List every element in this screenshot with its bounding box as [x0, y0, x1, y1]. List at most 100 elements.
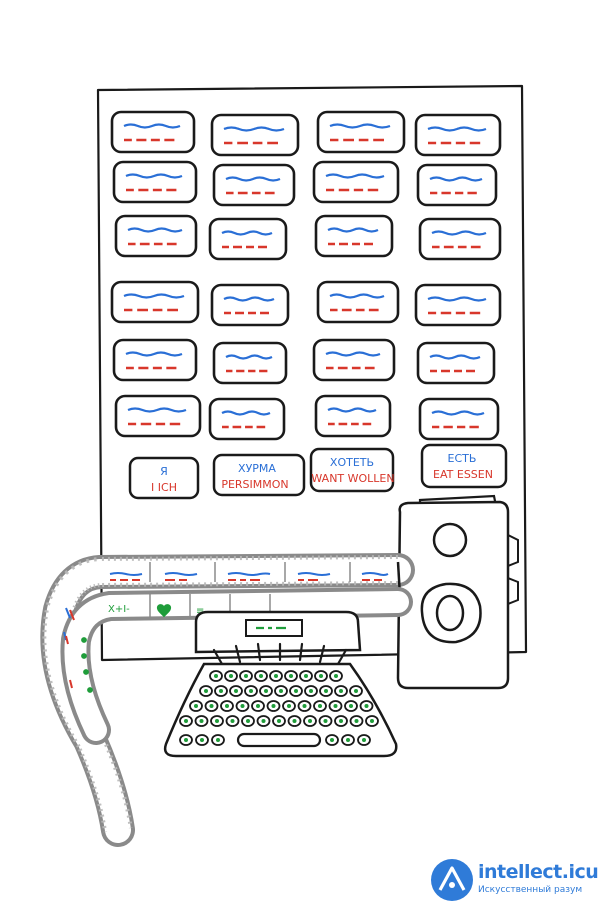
card-hurma: ХУРМА PERSIMMON — [212, 453, 306, 497]
large-speaker-icon — [435, 594, 465, 632]
key-mark — [354, 689, 358, 693]
key-mark — [259, 674, 263, 678]
scribble-card — [110, 110, 196, 154]
key-mark — [309, 689, 313, 693]
scribble-card — [210, 113, 300, 157]
scribble-card — [312, 338, 396, 382]
key-mark — [362, 738, 366, 742]
key-mark — [244, 674, 248, 678]
scribble-card — [418, 217, 502, 261]
space-bar — [236, 732, 322, 748]
scribble-blue — [125, 173, 183, 179]
word-card-grid — [110, 110, 502, 441]
key-mark — [184, 738, 188, 742]
scribble-card — [210, 283, 290, 327]
card-hurma-word: ХУРМА — [238, 462, 276, 475]
key-mark — [214, 674, 218, 678]
key-mark — [308, 719, 312, 723]
key-mark — [219, 689, 223, 693]
key-mark — [200, 738, 204, 742]
key-mark — [364, 704, 369, 708]
scribble-blue — [127, 407, 187, 413]
card-est: ЕСТЬ EAT ESSEN — [420, 443, 508, 489]
scribble-card — [314, 214, 394, 258]
key-mark — [229, 674, 233, 678]
card-ya: Я I ICH — [128, 456, 200, 500]
card-hurma-translation: PERSIMMON — [221, 478, 288, 491]
green-strip: X+I- ≡ — [60, 587, 413, 745]
logo-tagline: Искусственный разум — [478, 885, 583, 895]
scribble-blue — [427, 126, 487, 132]
key-mark — [318, 704, 322, 708]
scribble-blue — [123, 293, 185, 299]
key-mark — [240, 704, 245, 708]
key-mark — [289, 674, 293, 678]
key-mark — [279, 689, 283, 693]
key-mark — [346, 738, 350, 742]
key-mark — [184, 719, 188, 723]
scribble-blue — [429, 354, 481, 360]
scribble-blue — [225, 176, 281, 182]
card-ya-translation: I ICH — [151, 481, 177, 494]
card-hotet: ХОТЕТЬ WANT WOLLEN — [309, 447, 395, 493]
intellect-logo[interactable]: intellect.icu Искусственный разум — [430, 858, 599, 902]
scribble-card — [414, 113, 502, 157]
logo-badge-icon — [431, 859, 473, 901]
scribble-blue — [329, 123, 391, 129]
scribble-blue — [127, 227, 183, 233]
key-mark — [333, 704, 338, 708]
key-mark — [274, 674, 278, 678]
key-mark — [334, 674, 338, 678]
key-mark — [264, 689, 268, 693]
key-mark — [194, 704, 198, 708]
scribble-card — [212, 163, 296, 207]
scribble-card — [418, 397, 500, 441]
scribble-card — [208, 217, 288, 261]
key-mark — [292, 719, 297, 723]
key-mark — [216, 738, 220, 742]
key-mark — [246, 719, 250, 723]
scribble-card — [112, 160, 198, 204]
key-mark — [230, 719, 235, 723]
key-mark — [277, 719, 281, 723]
scribble-blue — [431, 230, 487, 236]
scribble-card — [212, 341, 288, 385]
key-mark — [304, 674, 308, 678]
key-mark — [215, 719, 219, 723]
svg-text:≡: ≡ — [196, 606, 204, 617]
svg-text:X+I-: X+I- — [108, 604, 130, 615]
key-mark — [370, 719, 374, 723]
speaker-box — [396, 494, 519, 690]
scribble-blue — [223, 296, 275, 302]
scribble-blue — [325, 351, 381, 357]
card-hotet-word: ХОТЕТЬ — [330, 456, 374, 469]
scribble-card — [312, 160, 400, 204]
card-ya-word: Я — [160, 465, 168, 478]
keyboard-typewriter — [163, 610, 398, 758]
key-mark — [256, 704, 260, 708]
scribble-blue — [431, 410, 485, 416]
scribble-card — [314, 394, 392, 438]
card-est-translation: EAT ESSEN — [433, 468, 493, 481]
key-mark — [349, 704, 353, 708]
key-mark — [302, 704, 307, 708]
card-est-word: ЕСТЬ — [448, 452, 477, 465]
key-mark — [261, 719, 266, 723]
key-mark — [319, 674, 323, 678]
key-mark — [339, 719, 343, 723]
scribble-blue — [223, 126, 285, 132]
scribble-blue — [427, 296, 487, 302]
scribble-card — [110, 280, 200, 324]
scribble-blue — [123, 123, 181, 129]
key-mark — [294, 689, 298, 693]
key-mark — [323, 719, 328, 723]
scribble-blue — [125, 351, 183, 357]
scribble-card — [316, 110, 406, 154]
key-mark — [287, 704, 291, 708]
key-mark — [324, 689, 328, 693]
key-mark — [209, 704, 214, 708]
logo-name: intellect.icu — [478, 861, 599, 883]
key-mark — [339, 689, 343, 693]
scribble-blue — [225, 354, 273, 360]
